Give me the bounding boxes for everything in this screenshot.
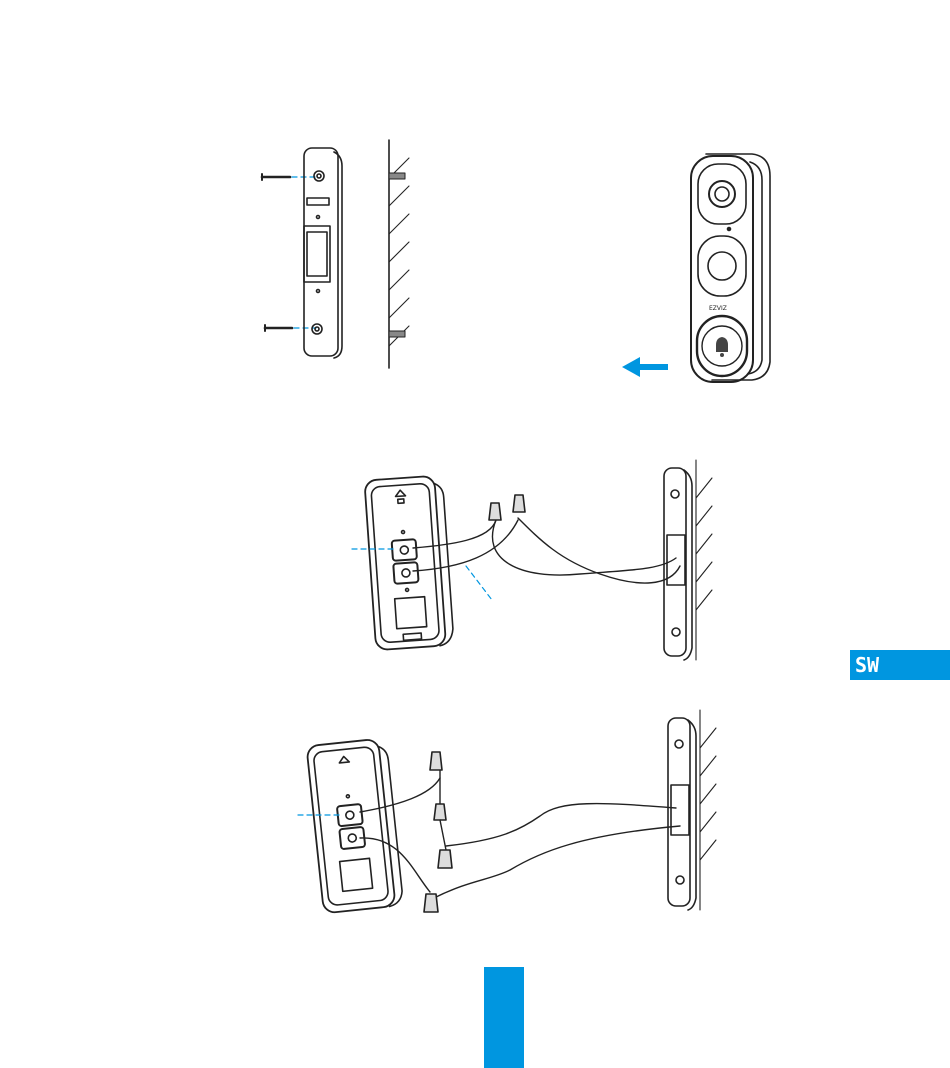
wiring-extension-figure bbox=[298, 710, 716, 913]
sensor-icon bbox=[708, 252, 736, 280]
wall bbox=[389, 140, 409, 368]
slide-direction-arrow-icon bbox=[622, 357, 668, 377]
mounting-plate-figure bbox=[262, 140, 409, 368]
screw-bottom bbox=[265, 325, 292, 331]
screw-top bbox=[262, 174, 290, 180]
language-section-tab: SW bbox=[850, 650, 950, 680]
doorbell-figure: EZVIZ bbox=[622, 154, 770, 382]
camera-lens-icon bbox=[709, 181, 735, 207]
language-section-label: SW bbox=[855, 653, 879, 677]
mounting-plate bbox=[304, 148, 338, 356]
wiring-direct-figure bbox=[352, 460, 712, 660]
brand-logo: EZVIZ bbox=[709, 305, 727, 312]
page-marker-block bbox=[484, 967, 524, 1068]
doorbell-back-shell bbox=[706, 154, 770, 380]
